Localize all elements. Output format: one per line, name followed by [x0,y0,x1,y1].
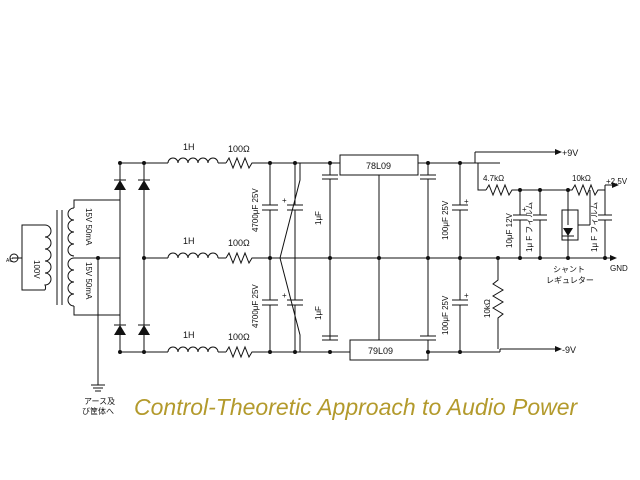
inductor-mid [167,252,219,259]
earth-label-line2: び筐体へ [82,406,114,416]
resistor-10k-label: 10kΩ [572,174,591,183]
ac-label: AC [6,258,13,264]
rail-pos-label: +9V [562,148,578,158]
resistor-top-label: 100Ω [228,144,250,154]
bleeder-resistor-label: 10kΩ [483,299,492,318]
rail-neg-label: -9V [562,345,576,355]
inductor-bottom-label: 1H [183,330,195,340]
plus-sign: + [282,196,287,205]
bleeder-resistor [492,258,504,349]
film-cap-bottom [287,258,303,352]
resistor-mid [225,251,260,265]
out-cap-top [452,163,468,258]
ac-source: AC [6,224,45,291]
resistor-10k [568,183,605,197]
resistor-top [225,156,260,170]
mains-voltage-label: 100V [32,260,41,279]
regulator-negative-label: 79L09 [368,346,393,356]
diode-bridge [114,163,150,352]
secondary-top-label: 15V 50mA [84,208,93,246]
plus-sign: + [464,197,469,206]
inductor-top [167,157,219,164]
resistor-4k7 [485,183,540,197]
gnd-arrow [610,255,617,261]
shunt-label-line1: シャント [553,265,585,274]
film-cap-a-label: 1μ F フィルム [525,202,534,252]
film-cap-top [287,163,303,258]
transformer [44,205,75,310]
bulk-cap-bottom-label: 4700μF 25V [251,284,260,328]
plus-sign: + [282,291,287,300]
resistor-bottom [225,345,260,359]
gnd-label: GND [610,264,628,273]
bulk-cap-top-label: 4700μF 25V [251,188,260,232]
inductor-top-label: 1H [183,142,195,152]
out-pos-arrow [612,182,619,188]
resistor-bottom-label: 100Ω [228,332,250,342]
earth-label-line1: アース及 [84,397,115,406]
bulk-cap-bottom [262,258,278,352]
film-cap-bottom-label: 1μF [314,306,323,320]
shunt-label-line2: レギュレター [546,276,594,285]
junction-dots [96,161,607,354]
regulator-79l09: 79L09 [349,339,429,361]
inductor-mid-label: 1H [183,236,195,246]
resistor-mid-label: 100Ω [228,238,250,248]
cross-wire-bottom [279,257,301,353]
rail-pos-arrow [555,149,562,155]
out-pos-label: +2.5V [606,177,628,186]
cap-10u-label: 10μF 12V [505,212,514,248]
regulator-78l09: 78L09 [339,154,419,176]
film-cap-a [533,190,547,258]
regulator-positive-label: 78L09 [366,161,391,171]
earth-ground-symbol [91,258,105,392]
plus-sign: + [522,205,527,214]
film-cap-b [598,190,612,258]
caption-title: Control-Theoretic Approach to Audio Powe… [134,394,578,420]
cross-wire-top [279,162,301,259]
out-cap-top-label: 100μF 25V [441,200,450,240]
out-cap-bottom-label: 100μF 25V [441,295,450,335]
film-cap-b-label: 1μ F フィルム [590,202,599,252]
bulk-cap-top [262,163,278,258]
resistor-4k7-label: 4.7kΩ [483,174,504,183]
film-cap-top-label: 1μF [314,211,323,225]
rail-neg-arrow [555,346,562,352]
secondary-bottom-label: 15V 50mA [84,262,93,300]
cap-10u [513,190,527,258]
out-cap-bottom [452,258,468,352]
plus-sign: + [464,291,469,300]
shunt-regulator [540,189,590,258]
inductor-bottom [167,346,219,353]
